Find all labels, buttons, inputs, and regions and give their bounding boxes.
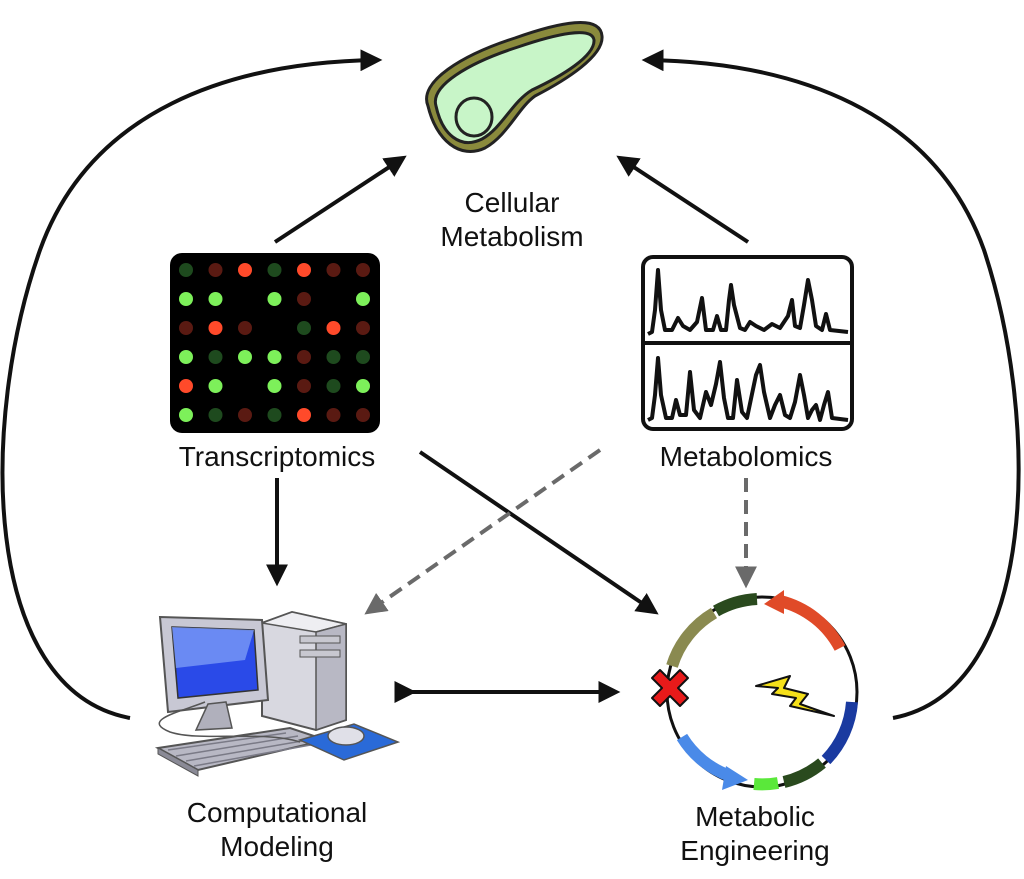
microarray-spot — [179, 263, 193, 277]
microarray-spot — [356, 292, 370, 306]
label-metabolomics: Metabolomics — [659, 441, 833, 472]
microarray-spot — [267, 263, 282, 277]
label-metabolic-engineering: Metabolic Engineering — [640, 800, 870, 868]
microarray-spot — [208, 263, 223, 277]
microarray-spot — [267, 292, 282, 306]
microarray-spot — [356, 350, 370, 364]
chromatogram-trace-bottom — [647, 356, 849, 422]
microarray-spot — [179, 350, 193, 364]
label-cellular-metabolism: Cellular Metabolism — [412, 186, 612, 254]
microarray-spot — [238, 408, 252, 422]
cell-icon — [425, 21, 604, 153]
microarray-spot — [179, 292, 193, 306]
microarray-spot — [356, 408, 370, 422]
microarray-icon — [170, 253, 380, 433]
microarray-spot — [326, 263, 341, 277]
chromatogram-trace-top — [647, 268, 849, 336]
microarray-spot — [208, 350, 223, 364]
microarray-spot — [297, 263, 311, 277]
microarray-spot — [297, 321, 311, 335]
lightning-bolt-icon — [755, 675, 835, 717]
microarray-spot — [356, 379, 370, 393]
microarray-spot — [297, 292, 311, 306]
arrow-transcriptomics-to-cell — [273, 155, 407, 244]
label-computational-modeling: Computational Modeling — [160, 796, 394, 864]
microarray-spot — [297, 408, 311, 422]
chromatogram-icon — [641, 255, 854, 431]
label-cellular-metabolism-line2: Metabolism — [440, 221, 584, 252]
outer-curve-arrow-right — [641, 49, 1021, 720]
microarray-spot — [326, 321, 341, 335]
red-x-icon — [651, 669, 689, 707]
label-transcriptomics: Transcriptomics — [178, 441, 376, 472]
plasmid-icon — [651, 590, 859, 791]
label-computational-modeling-line2: Modeling — [220, 831, 334, 862]
microarray-spot — [326, 379, 341, 393]
microarray-spot — [356, 321, 370, 335]
label-metabolic-engineering-line1: Metabolic — [695, 801, 815, 832]
microarray-spot — [267, 350, 282, 364]
label-metabolic-engineering-line2: Engineering — [680, 835, 830, 866]
microarray-spot — [297, 379, 311, 393]
microarray-spot — [179, 321, 193, 335]
microarray-spot — [267, 408, 282, 422]
computer-icon — [154, 610, 401, 777]
microarray-spot — [356, 263, 370, 277]
microarray-spot — [238, 263, 252, 277]
dashed-arrow-metabolomics-to-modeling — [364, 448, 602, 615]
arrow-transcriptomics-to-engineering — [418, 450, 659, 615]
microarray-spot — [208, 292, 223, 306]
microarray-spot — [208, 321, 223, 335]
microarray-spot — [238, 321, 252, 335]
microarray-spot — [326, 350, 341, 364]
label-cellular-metabolism-line1: Cellular — [464, 187, 560, 218]
microarray-spot — [238, 350, 252, 364]
outer-curve-arrow-left — [0, 49, 383, 720]
label-computational-modeling-line1: Computational — [186, 797, 368, 828]
microarray-dots — [179, 263, 370, 422]
microarray-spot — [179, 408, 193, 422]
microarray-spot — [208, 379, 223, 393]
arrow-metabolomics-to-cell — [616, 155, 750, 244]
microarray-spot — [297, 350, 311, 364]
microarray-spot — [208, 408, 223, 422]
microarray-spot — [179, 379, 193, 393]
microarray-spot — [326, 408, 341, 422]
microarray-spot — [267, 379, 282, 393]
